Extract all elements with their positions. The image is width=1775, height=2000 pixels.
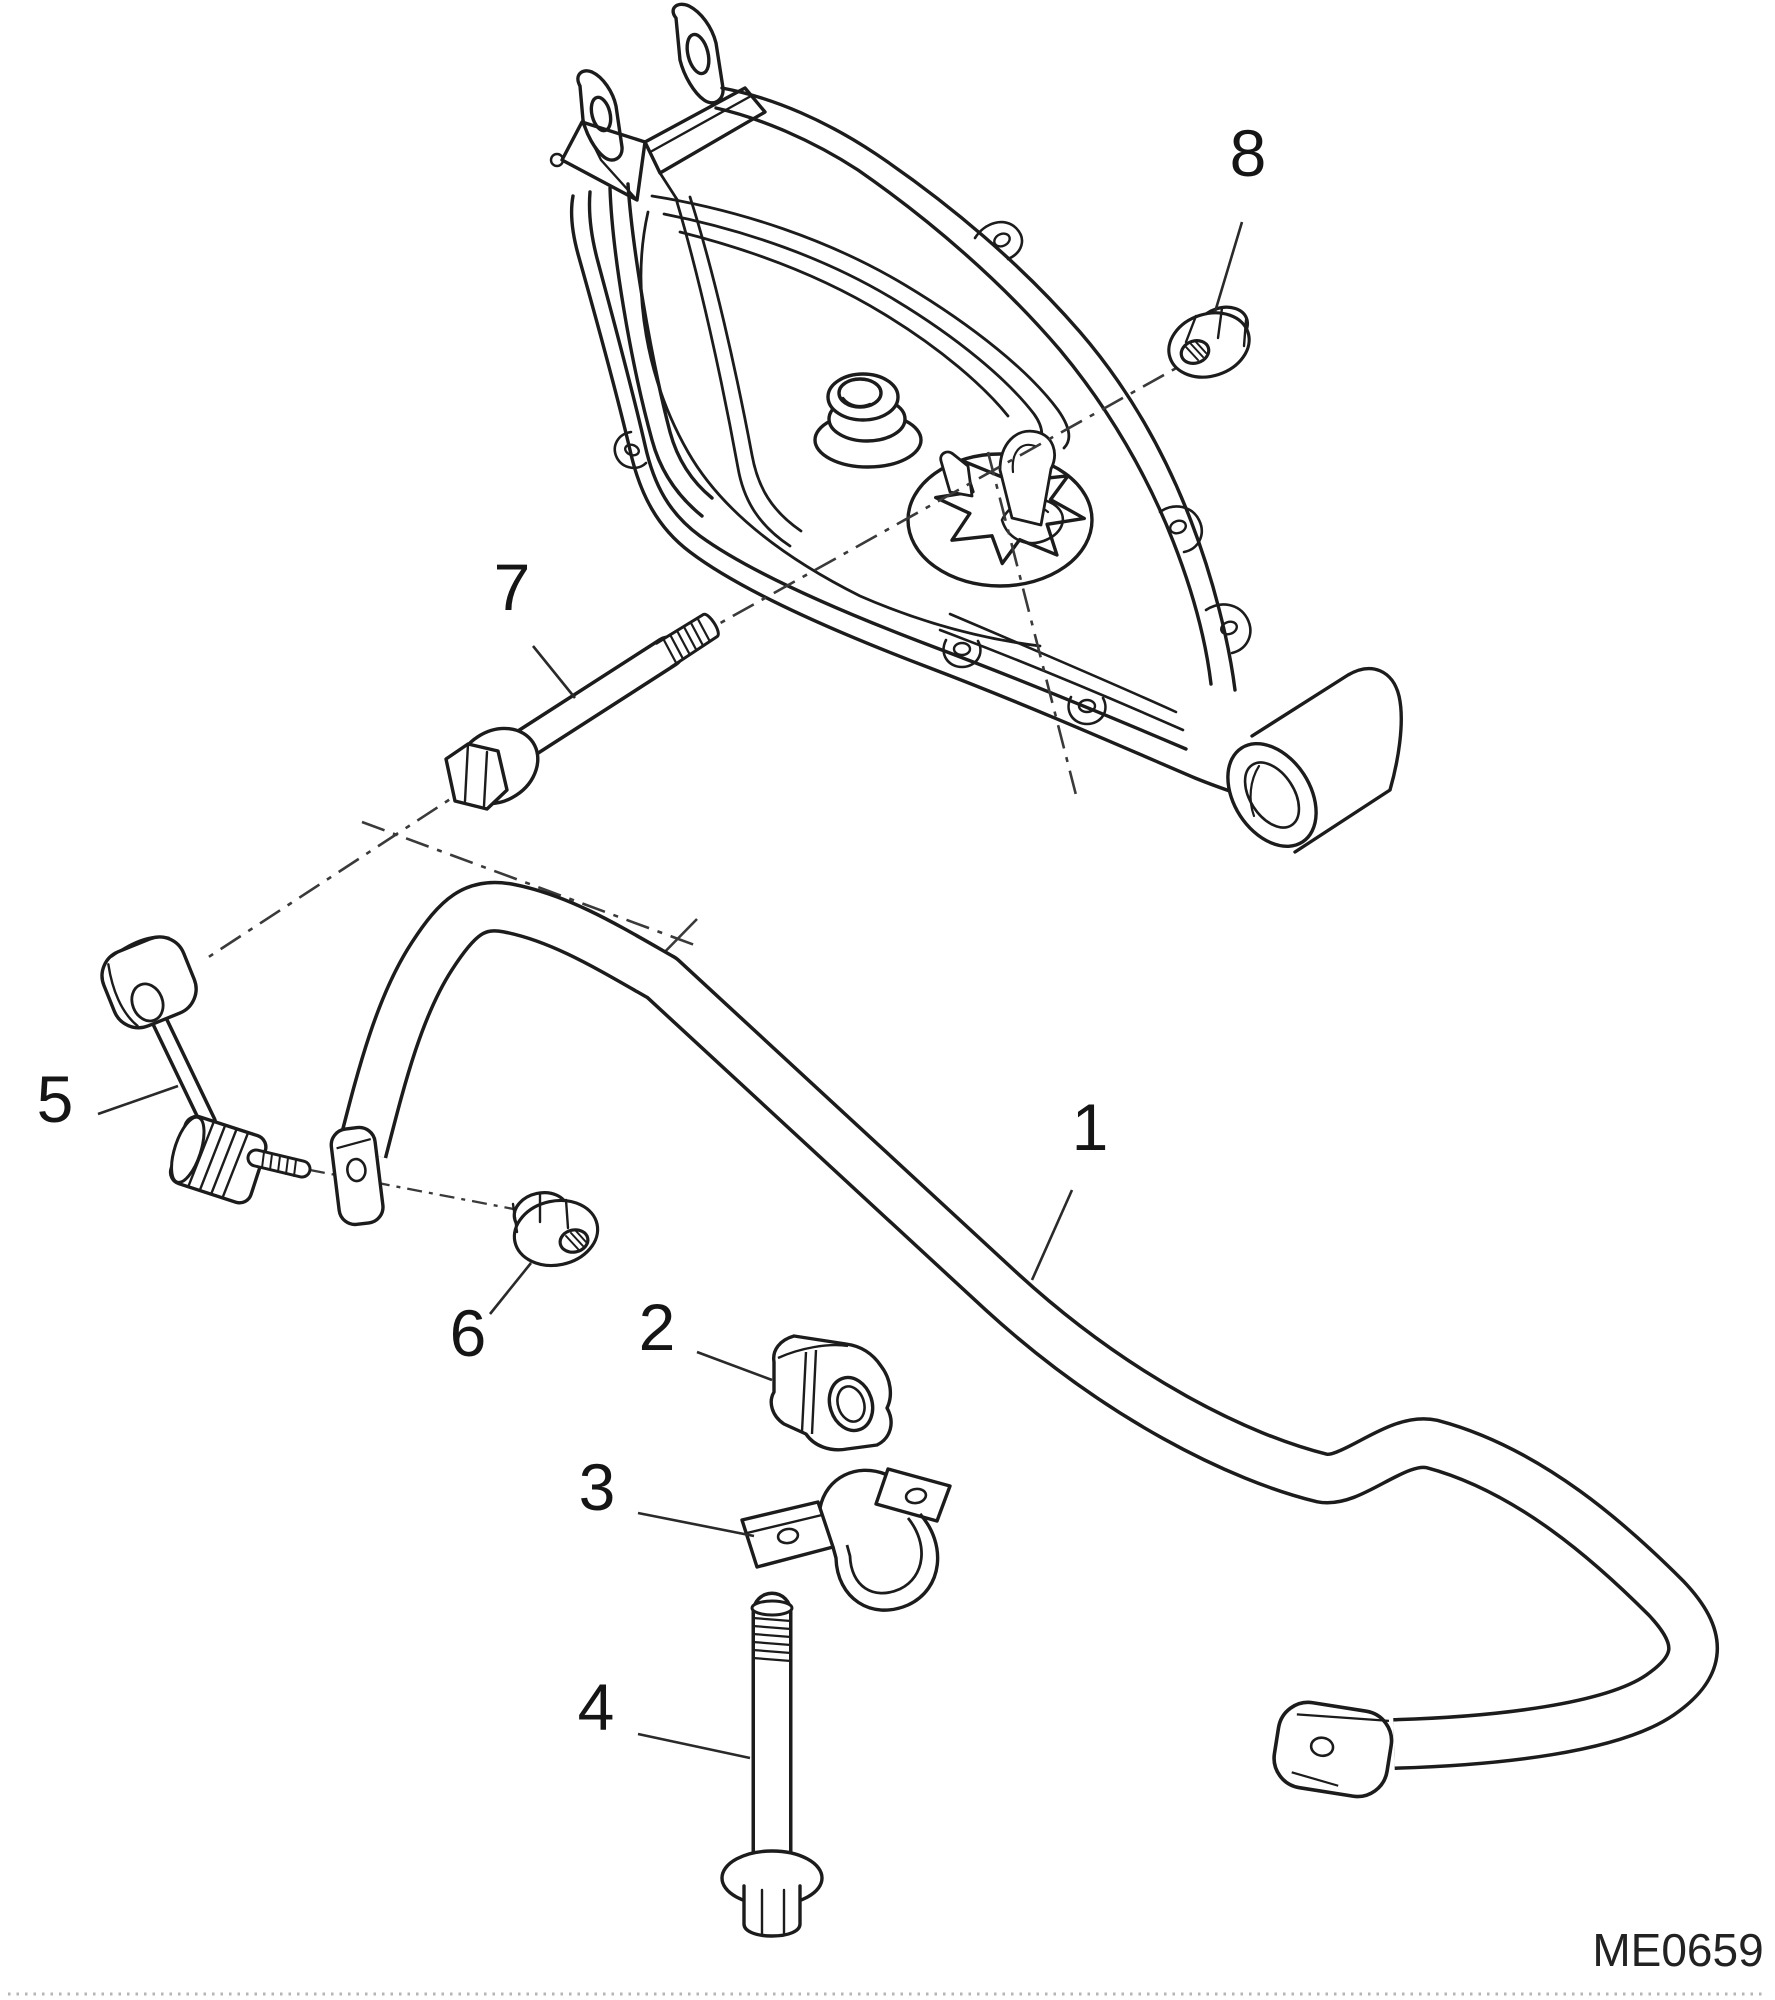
bushing-2 bbox=[769, 1334, 893, 1452]
stabilizer-bar-right-eye bbox=[1272, 1700, 1394, 1799]
subframe-top-bracket bbox=[549, 2, 767, 203]
callout-2-leader bbox=[696, 1350, 773, 1382]
subframe-bottom-tabs bbox=[942, 638, 1107, 726]
callout-7-leader bbox=[531, 645, 577, 699]
drop-link-ball-housing bbox=[168, 1114, 268, 1205]
subframe-star-clamp bbox=[906, 429, 1094, 588]
drop-link-5 bbox=[100, 935, 312, 1205]
subframe-drawing bbox=[549, 2, 1403, 854]
nut-8 bbox=[1167, 305, 1251, 379]
callout-7-label: 7 bbox=[494, 550, 531, 624]
callout-5-leader bbox=[97, 1084, 179, 1116]
axis-bar-clamp-position bbox=[361, 820, 701, 949]
subframe-bushing-tube bbox=[1226, 666, 1403, 854]
bolt-4 bbox=[720, 1591, 824, 1938]
callout-1-label: 1 bbox=[1072, 1090, 1109, 1164]
bolt-7 bbox=[444, 612, 720, 811]
callout-5-label: 5 bbox=[37, 1062, 74, 1136]
stabilizer-bar-left-eye bbox=[329, 1125, 385, 1227]
subframe-collar-boss bbox=[813, 372, 923, 469]
bolt-7-hex-head bbox=[444, 742, 509, 811]
clamp-3 bbox=[740, 1467, 952, 1612]
stabilizer-bar bbox=[329, 880, 1719, 1799]
nut-6 bbox=[511, 1191, 600, 1268]
stabilizer-bar-body bbox=[340, 884, 1716, 1767]
callout-3-label: 3 bbox=[579, 1450, 616, 1524]
drop-link-stud-threads bbox=[261, 1151, 297, 1177]
callout-1-leader bbox=[1030, 1189, 1074, 1281]
callout-2-label: 2 bbox=[639, 1290, 676, 1364]
callout-4-leader bbox=[637, 1732, 751, 1760]
callout-3-leader bbox=[637, 1511, 755, 1538]
drop-link-bushing bbox=[100, 935, 198, 1030]
callout-4-label: 4 bbox=[578, 1670, 615, 1744]
axis-clamp-bolt bbox=[986, 451, 1078, 796]
bolt-4-threads bbox=[751, 1616, 793, 1663]
callout-leader-lines bbox=[97, 221, 1244, 1760]
callout-6-label: 6 bbox=[450, 1296, 487, 1370]
callout-6-leader bbox=[488, 1262, 533, 1315]
bolt-4-hex-head bbox=[742, 1884, 802, 1938]
figure-code: ME0659 bbox=[1592, 1924, 1763, 1976]
callout-8-leader bbox=[1213, 221, 1244, 313]
subframe-right-rail bbox=[714, 86, 1252, 692]
subframe-interior-contours bbox=[639, 194, 1071, 648]
axis-nut8-to-link bbox=[203, 350, 1206, 962]
callout-labels: 1 2 3 4 5 6 7 8 bbox=[37, 116, 1267, 1744]
callout-8-label: 8 bbox=[1230, 116, 1267, 190]
